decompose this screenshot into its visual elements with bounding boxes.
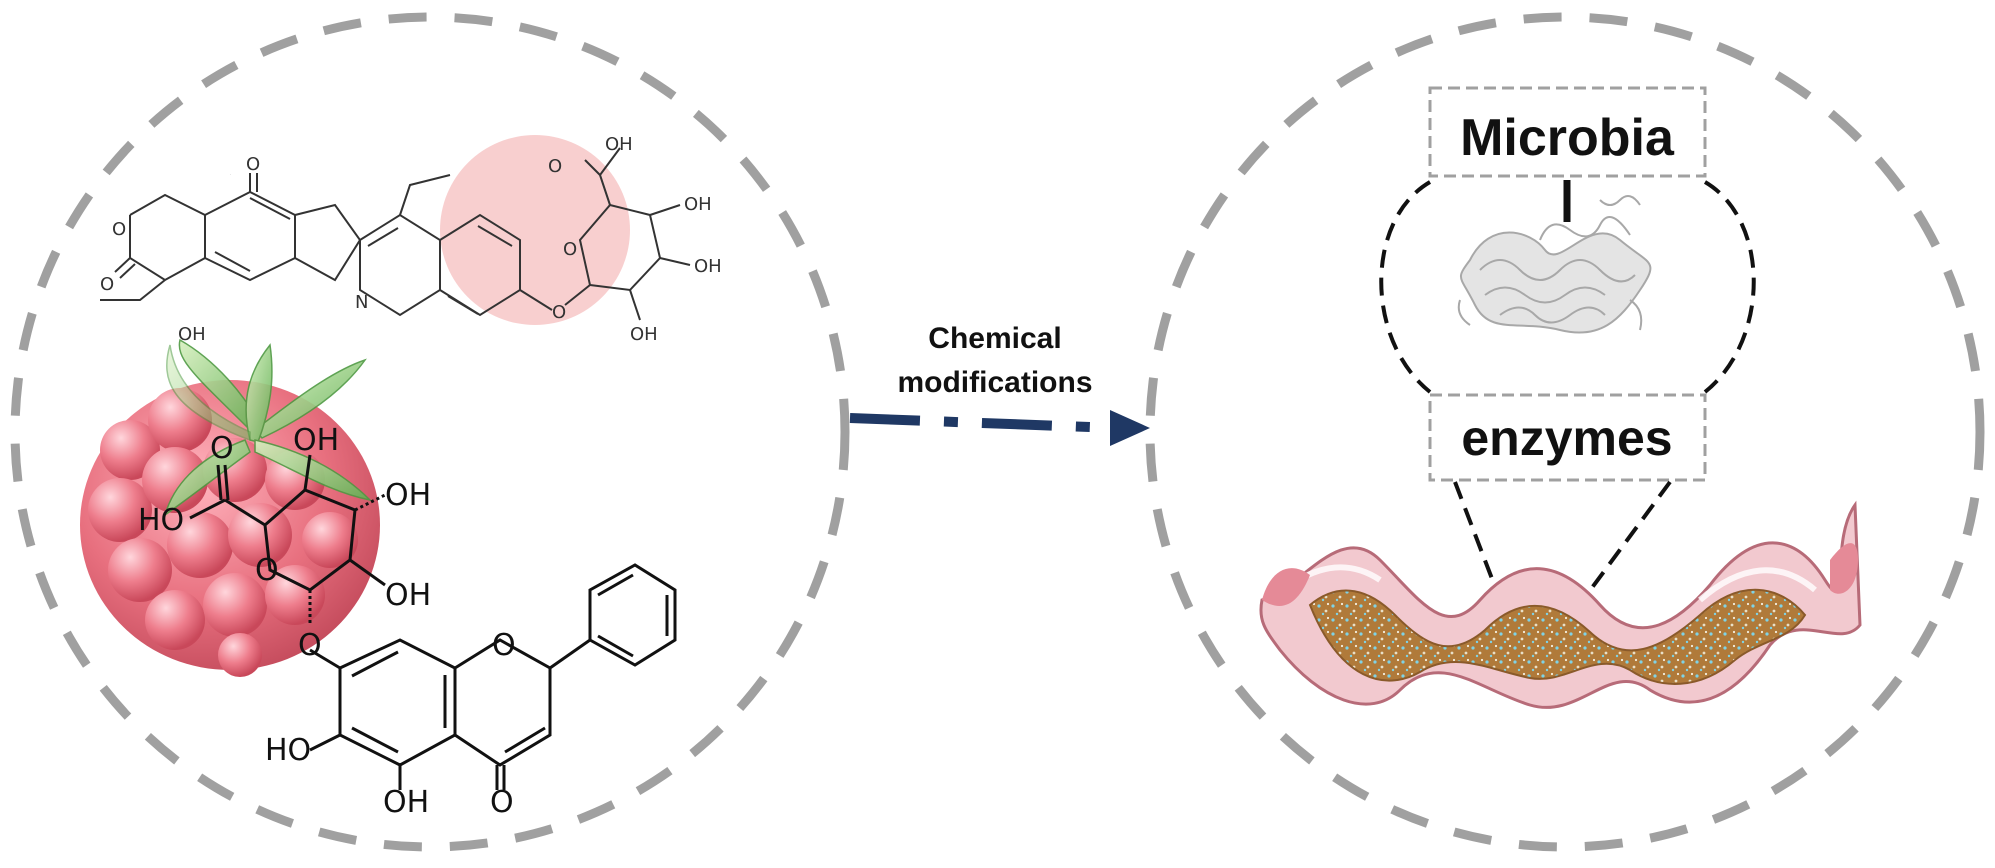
intestine-left-opening — [1262, 568, 1310, 606]
label-o-flavone: O — [492, 628, 516, 663]
right-dashed-circle — [1145, 12, 1985, 852]
chemical-modifications-arrow: Chemical modifications — [849, 322, 1150, 446]
intestine-right-opening — [1830, 543, 1858, 594]
arrow-head — [1110, 410, 1150, 446]
label-o-ketone: O — [490, 785, 514, 820]
label-o-lactone: O — [112, 219, 126, 240]
enzymes-box — [1428, 393, 1707, 482]
label-o-link: O — [298, 628, 322, 663]
label-o-link: O — [552, 302, 566, 323]
label-o-carbonyl-3: O — [230, 174, 231, 176]
label-oh-4: OH — [630, 324, 658, 345]
label-oh-1: OH — [605, 134, 633, 155]
right-panel: Microbia enzymes — [1379, 86, 1756, 667]
label-oh-3: OH — [694, 256, 722, 277]
label-oh-bottom: OH — [383, 785, 429, 820]
arrow-shaft — [849, 413, 1116, 433]
microbia-box — [1428, 86, 1707, 178]
label-o-ring: O — [563, 239, 577, 260]
raspberry-icon — [80, 338, 380, 677]
microbia-label: Microbia — [1460, 109, 1675, 167]
label-o-1: O — [548, 156, 562, 177]
label-ho-acid: HO — [138, 503, 184, 538]
intestine-lumen — [1308, 588, 1807, 685]
label-o-ring: O — [255, 553, 279, 588]
arrow-label-line2: modifications — [897, 366, 1092, 399]
raspberry-leaves — [163, 338, 373, 517]
highlight-circle — [440, 135, 630, 325]
zoom-line-left — [1453, 481, 1527, 666]
label-oh-top: OH — [293, 423, 339, 458]
label-oh-5: OH — [178, 324, 206, 345]
protein-structure-icon — [1457, 195, 1652, 334]
label-o-carbonyl-2: O — [100, 274, 114, 295]
left-dashed-circle — [10, 12, 850, 852]
small-structure-labels: OH O OH OH OH O O N O O O O OH — [100, 134, 722, 345]
label-n: N — [355, 292, 368, 313]
camptothecin-glucuronide-structure — [100, 135, 691, 325]
flavone-glucuronide-structure — [189, 454, 677, 790]
zoom-lens-outline — [1379, 180, 1756, 394]
label-oh-2: OH — [684, 194, 712, 215]
label-o-carbonyl-1: O — [246, 154, 260, 175]
enzymes-label: enzymes — [1461, 410, 1672, 466]
arrow-label-line1: Chemical — [928, 322, 1061, 355]
label-oh-right2: OH — [385, 578, 431, 613]
zoom-line-right — [1533, 480, 1672, 667]
label-oh-right1: OH — [385, 478, 431, 513]
label-ho-a: HO — [265, 733, 311, 768]
intestine-icon — [1259, 500, 1862, 709]
large-structure-labels: O HO OH OH OH O O O HO OH O — [138, 423, 516, 820]
label-o-acid: O — [210, 431, 234, 466]
